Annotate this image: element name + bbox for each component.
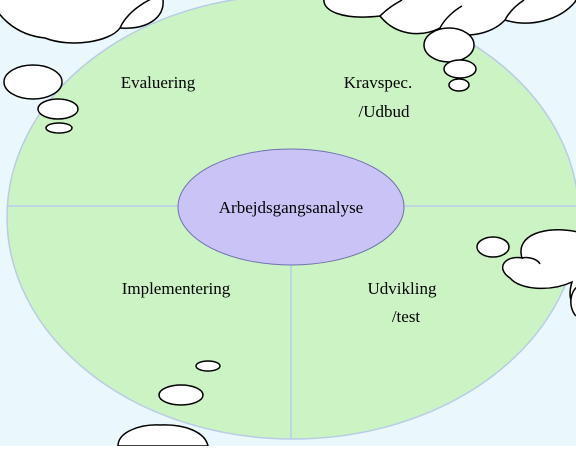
thought-bubble-b-2 xyxy=(158,384,204,406)
thought-bubble-tl-1 xyxy=(3,64,63,100)
thought-bubble-tr-2 xyxy=(443,59,477,79)
thought-bubble-tr-3 xyxy=(448,78,470,92)
thought-bubble-tl-2 xyxy=(37,98,79,120)
thought-bubble-r-1 xyxy=(476,236,510,258)
thought-cloud-bottom xyxy=(117,424,209,447)
thought-bubble-b-1 xyxy=(195,360,221,372)
thought-cloud-right xyxy=(501,229,576,309)
label-evaluering: Evaluering xyxy=(121,73,196,92)
thought-bubble-tl-3 xyxy=(45,122,73,134)
thought-bubble-tr-1 xyxy=(423,27,475,63)
center-ellipse xyxy=(177,148,405,266)
thought-cloud-right-edge xyxy=(570,286,576,317)
label-kravspec-line2: /Udbud xyxy=(359,102,411,121)
label-implementering: Implementering xyxy=(122,279,231,298)
thought-cloud-top-right xyxy=(323,0,576,36)
thought-cloud-top-left xyxy=(0,0,164,44)
center-label: Arbejdsgangsanalyse xyxy=(219,198,363,217)
label-udvikling-line1: Udvikling xyxy=(368,279,437,298)
label-udvikling-line2: /test xyxy=(392,307,421,326)
label-kravspec-line1: Kravspec. xyxy=(344,73,412,92)
